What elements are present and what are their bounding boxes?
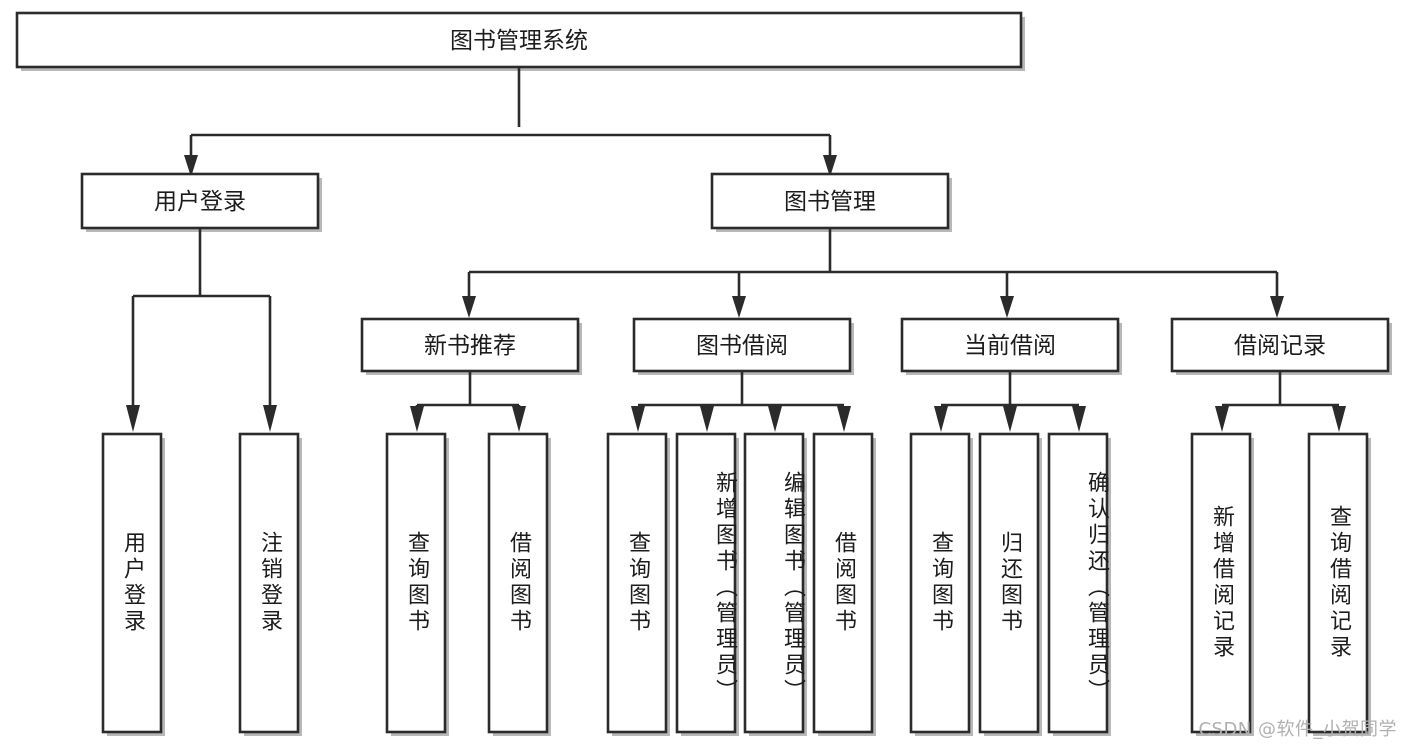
node-book-management[interactable]: 图书管理 xyxy=(710,172,952,232)
watermark-text: CSDN @软件_小贺同学 xyxy=(1198,719,1397,740)
leaf-box-query-book-2[interactable] xyxy=(606,432,668,734)
leaf-box-logout[interactable] xyxy=(238,432,300,734)
node-new-book-recommend[interactable]: 新书推荐 xyxy=(360,317,582,375)
leaf-node[interactable] xyxy=(606,432,670,736)
connector-current-borrow-to-leaves xyxy=(934,371,1086,432)
connector-book-borrow-to-leaves xyxy=(631,371,851,432)
node-current-borrow[interactable]: 当前借阅 xyxy=(900,317,1122,375)
arrow-to-leaf-1 xyxy=(126,405,140,432)
leaf-box-query-book-3[interactable] xyxy=(909,432,971,734)
book-borrow-label: 图书借阅 xyxy=(696,333,788,359)
book-borrow-box[interactable] xyxy=(632,317,852,373)
arrow-to-new-book-rec xyxy=(462,296,476,318)
arrow-leaf xyxy=(410,406,424,432)
book-management-box[interactable] xyxy=(710,172,950,230)
node-user-login[interactable]: 用户登录 xyxy=(80,172,322,232)
current-borrow-box[interactable] xyxy=(900,317,1120,373)
leaf-box-return-book[interactable] xyxy=(978,432,1040,734)
leaf-box-edit-book[interactable] xyxy=(743,432,805,734)
leaf-box-borrow-book-2[interactable] xyxy=(812,432,874,734)
arrow-leaf xyxy=(768,406,782,432)
root-label: 图书管理系统 xyxy=(450,28,588,54)
leaf-node[interactable] xyxy=(1047,432,1111,736)
leaf-box-query-book-1[interactable] xyxy=(385,432,447,734)
arrow-leaf xyxy=(1003,406,1017,432)
arrow-leaf xyxy=(1332,406,1346,432)
arrow-leaf xyxy=(512,406,526,432)
leaf-node[interactable] xyxy=(812,432,876,736)
root-box[interactable] xyxy=(15,11,1023,69)
leaf-box-query-record[interactable] xyxy=(1307,432,1369,734)
leaf-node[interactable] xyxy=(909,432,973,736)
borrow-record-label: 借阅记录 xyxy=(1234,333,1326,359)
connector-borrow-record-to-leaves xyxy=(1215,371,1346,432)
leaf-box-borrow-book-1[interactable] xyxy=(487,432,549,734)
connector-book-mgmt-to-level2 xyxy=(462,228,1284,318)
arrow-leaf xyxy=(837,406,851,432)
leaf-node[interactable] xyxy=(487,432,551,736)
leaf-box-add-record[interactable] xyxy=(1190,432,1252,734)
arrow-to-book-borrow xyxy=(732,296,746,318)
arrow-to-book-mgmt xyxy=(823,155,837,177)
leaf-box-add-book[interactable] xyxy=(675,432,737,734)
arrow-to-user-login xyxy=(184,155,198,177)
leaf-node[interactable] xyxy=(743,432,807,736)
new-book-recommend-label: 新书推荐 xyxy=(424,333,516,359)
arrow-leaf xyxy=(631,406,645,432)
leaf-box-confirm-return[interactable] xyxy=(1047,432,1109,734)
user-login-label: 用户登录 xyxy=(154,189,246,215)
new-book-recommend-box[interactable] xyxy=(360,317,580,373)
leaf-node[interactable] xyxy=(1307,432,1371,736)
leaf-node[interactable] xyxy=(101,432,165,736)
arrow-leaf xyxy=(700,406,714,432)
connector-root-bar xyxy=(0,127,1405,177)
connector-root-to-level1 xyxy=(191,67,1287,137)
current-borrow-label: 当前借阅 xyxy=(964,333,1056,359)
leaf-node[interactable] xyxy=(238,432,302,736)
node-borrow-record[interactable]: 借阅记录 xyxy=(1170,317,1392,375)
node-root[interactable]: 图书管理系统 xyxy=(15,11,1025,71)
connector-new-book-rec-to-leaves xyxy=(410,371,526,432)
connector-user-login-to-leaves xyxy=(126,228,277,432)
node-book-borrow[interactable]: 图书借阅 xyxy=(632,317,854,375)
leaf-node[interactable] xyxy=(1190,432,1254,736)
arrow-to-current-borrow xyxy=(1000,296,1014,318)
arrow-to-borrow-record xyxy=(1270,296,1284,318)
leaf-node[interactable] xyxy=(978,432,1042,736)
arrow-to-leaf-2 xyxy=(263,405,277,432)
arrow-leaf xyxy=(934,406,948,432)
book-management-label: 图书管理 xyxy=(784,189,876,215)
leaf-node[interactable] xyxy=(385,432,449,736)
leaf-box-user-login[interactable] xyxy=(101,432,163,734)
borrow-record-box[interactable] xyxy=(1170,317,1390,373)
arrow-leaf xyxy=(1215,406,1229,432)
leaf-node[interactable] xyxy=(675,432,739,736)
arrow-leaf xyxy=(1072,406,1086,432)
